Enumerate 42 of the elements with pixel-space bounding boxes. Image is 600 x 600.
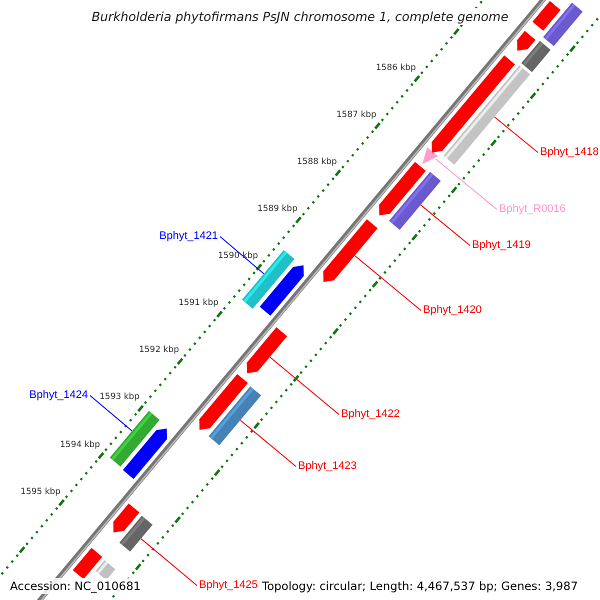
- scale-label: 1589 kbp: [257, 204, 298, 214]
- gene-bar: [543, 2, 583, 46]
- leader-line: [220, 236, 264, 274]
- scale-label: 1588 kbp: [296, 156, 337, 167]
- scale-label: 1590 kbp: [218, 251, 258, 262]
- gene-bar: [199, 374, 248, 430]
- gene-label: Bphyt_1422: [341, 408, 400, 421]
- leader-line: [269, 356, 340, 415]
- gene-bar: [246, 327, 288, 374]
- leader-line: [240, 420, 296, 467]
- leader-line: [494, 116, 538, 153]
- scale-label: 1586 kbp: [376, 62, 416, 73]
- gene-label: Bphyt_R0016: [499, 203, 566, 216]
- leader-line: [140, 538, 198, 586]
- gene-bar: [122, 428, 167, 479]
- gene-bar: [323, 219, 378, 282]
- gene-bar: [379, 162, 426, 216]
- rna-marker: [422, 147, 438, 164]
- accession-text: Accession: NC_010681: [8, 578, 143, 594]
- gene-label: Bphyt_1424: [29, 389, 88, 402]
- gene-label: Bphyt_1425: [199, 579, 258, 592]
- scale-label: 1587 kbp: [336, 110, 376, 120]
- scale-label: 1591 kbp: [178, 298, 219, 308]
- leader-line: [435, 158, 498, 210]
- scale-label: 1592 kbp: [138, 345, 180, 356]
- scale-label: 1594 kbp: [60, 440, 100, 450]
- leader-line: [90, 395, 133, 432]
- gene-bar: [432, 55, 515, 153]
- gene-label: Bphyt_1421: [159, 230, 218, 243]
- leader-line: [420, 204, 470, 246]
- scale-label: 1595 kbp: [20, 486, 61, 497]
- gene-label: Bphyt_1420: [423, 304, 482, 317]
- gene-label: Bphyt_1418: [540, 146, 599, 159]
- genome-summary-text: Topology: circular; Length: 4,467,537 bp; Genes: 3,987: [260, 578, 580, 594]
- gene-bar: [113, 504, 140, 532]
- gene-label: Bphyt_1423: [298, 460, 357, 473]
- gene-label: Bphyt_1419: [472, 239, 531, 252]
- gene-bar: [521, 40, 551, 72]
- scale-label: 1593 kbp: [100, 392, 140, 402]
- gene-bar: [517, 30, 536, 51]
- leader-line: [354, 255, 422, 311]
- gene-bar: [260, 265, 304, 316]
